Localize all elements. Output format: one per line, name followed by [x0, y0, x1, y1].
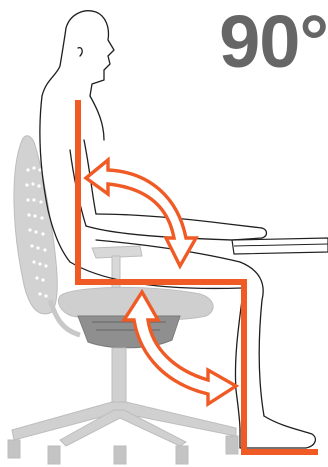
- person-foot: [240, 416, 315, 448]
- person-forearm-lower: [86, 226, 232, 240]
- angle-headline: 90°: [166, 0, 328, 84]
- person-chest: [90, 96, 104, 140]
- person-head: [66, 11, 114, 96]
- person-hand: [232, 228, 267, 240]
- person-ear: [78, 48, 82, 56]
- chair-gas-lift: [112, 348, 126, 406]
- desk-surface-icon: [232, 238, 328, 254]
- chair-base: [12, 402, 236, 440]
- chair-backrest: [14, 136, 57, 314]
- chair-casters: [8, 436, 238, 464]
- person-neck-back: [42, 28, 66, 96]
